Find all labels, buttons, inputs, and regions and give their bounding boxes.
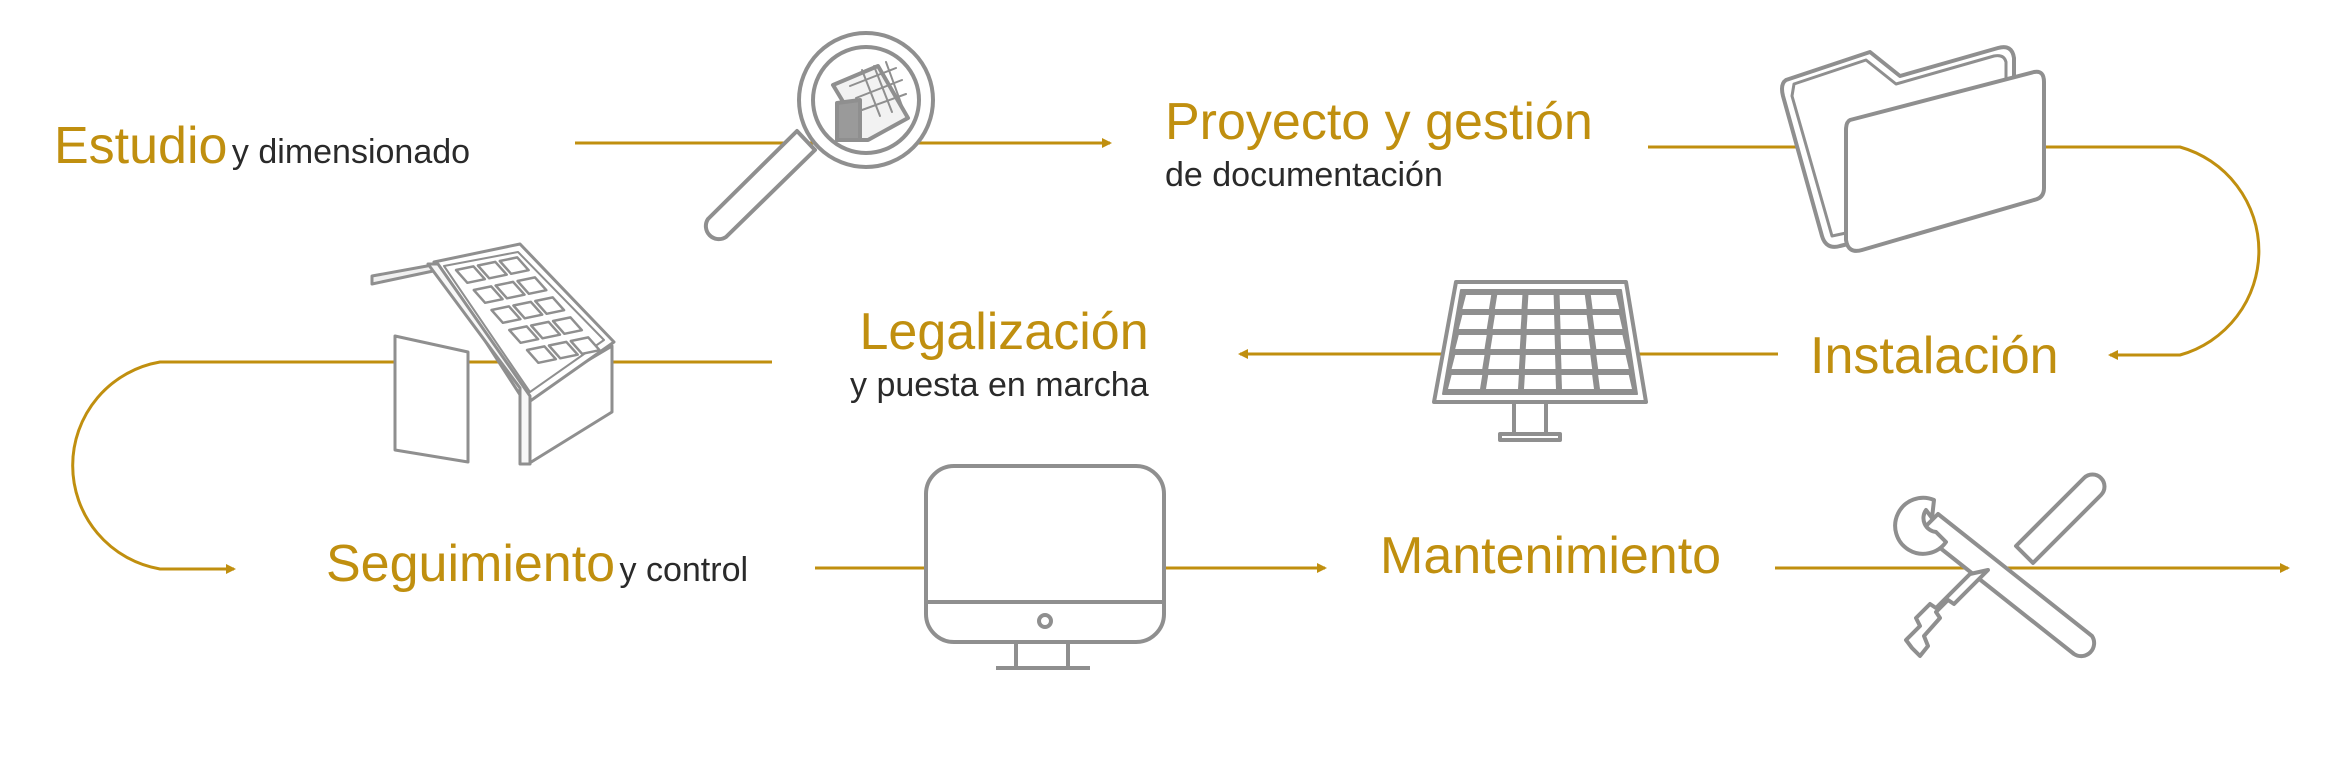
step-seguimiento: Seguimiento y control bbox=[326, 538, 748, 590]
roof-cell bbox=[547, 340, 579, 360]
step-title: Legalización bbox=[859, 303, 1149, 361]
panel-cell bbox=[1559, 295, 1587, 309]
solar-panel-icon bbox=[1432, 280, 1648, 442]
panel-cell bbox=[1590, 295, 1620, 309]
panel-cell bbox=[1451, 355, 1485, 369]
panel-cell bbox=[1592, 315, 1623, 329]
connector-proyecto-to-instalacion bbox=[1648, 145, 2261, 360]
panel-cell bbox=[1560, 335, 1591, 349]
roof-cell bbox=[512, 300, 544, 320]
step-legalizacion: Legalización y puesta en marcha bbox=[850, 306, 1149, 402]
step-subtitle: y dimensionado bbox=[231, 133, 471, 171]
roof-cell bbox=[516, 276, 548, 296]
panel-cell bbox=[1458, 315, 1489, 329]
tools-icon bbox=[1893, 472, 2107, 659]
panel-cell bbox=[1525, 335, 1556, 349]
step-title: Estudio bbox=[54, 117, 228, 175]
roof-cell bbox=[490, 305, 522, 325]
panel-cell bbox=[1490, 335, 1521, 349]
step-title: Proyecto y gestión bbox=[1165, 93, 1593, 151]
step-subtitle: de documentación bbox=[1165, 156, 1443, 194]
roof-cell bbox=[498, 256, 530, 276]
panel-cell bbox=[1561, 375, 1594, 389]
panel-cell bbox=[1524, 375, 1556, 389]
roof-cell bbox=[534, 296, 566, 316]
step-title: Instalación bbox=[1810, 327, 2059, 385]
panel-cell bbox=[1527, 295, 1555, 309]
step-mantenimiento: Mantenimiento bbox=[1380, 530, 1721, 582]
panel-cell bbox=[1526, 315, 1555, 329]
connector-legalizacion-to-seguimiento bbox=[71, 360, 772, 574]
panel-cell bbox=[1492, 315, 1522, 329]
roof-cell bbox=[472, 285, 504, 305]
panel-cell bbox=[1462, 295, 1492, 309]
panel-cell bbox=[1560, 315, 1589, 329]
step-proyecto: Proyecto y gestión de documentación bbox=[1165, 96, 1593, 192]
roof-cell bbox=[494, 280, 526, 300]
panel-cell bbox=[1448, 375, 1483, 389]
magnifier-roof-icon bbox=[703, 31, 935, 242]
step-subtitle: y puesta en marcha bbox=[850, 366, 1149, 404]
roof-cell bbox=[508, 325, 540, 345]
roof-cell bbox=[529, 320, 562, 340]
house-solar-roof-icon bbox=[370, 242, 616, 466]
roof-cell bbox=[569, 336, 601, 356]
roof-cell bbox=[525, 345, 558, 365]
panel-cell bbox=[1488, 355, 1520, 369]
step-title: Mantenimiento bbox=[1380, 527, 1722, 585]
step-estudio: Estudio y dimensionado bbox=[54, 120, 470, 172]
panel-cell bbox=[1561, 355, 1593, 369]
panel-cell bbox=[1486, 375, 1519, 389]
roof-cell bbox=[551, 316, 584, 336]
step-subtitle: y control bbox=[619, 551, 749, 589]
panel-cell bbox=[1494, 295, 1523, 309]
step-instalacion: Instalación bbox=[1810, 330, 2059, 382]
panel-cell bbox=[1455, 335, 1487, 349]
panel-cell bbox=[1524, 355, 1556, 369]
panel-cell bbox=[1594, 335, 1626, 349]
panel-cell bbox=[1598, 375, 1632, 389]
roof-cell bbox=[454, 265, 487, 285]
step-title: Seguimiento bbox=[326, 535, 616, 593]
folder-icon bbox=[1780, 45, 2046, 253]
panel-cell bbox=[1596, 355, 1629, 369]
monitor-icon bbox=[924, 464, 1166, 670]
roof-cell bbox=[476, 260, 508, 280]
